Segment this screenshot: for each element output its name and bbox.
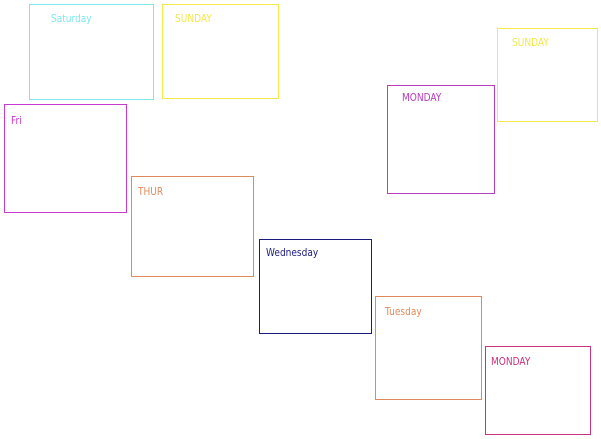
card-label: THUR [138, 185, 164, 198]
card-wednesday[interactable]: Wednesday [259, 239, 372, 334]
card-monday-2[interactable]: MONDAY [485, 346, 591, 435]
card-monday-1[interactable]: MONDAY [387, 85, 495, 194]
card-label: MONDAY [491, 355, 531, 368]
card-label: SUNDAY [512, 36, 549, 49]
card-label: Saturday [51, 12, 92, 25]
card-label: Tuesday [385, 305, 422, 318]
card-label: Fri [11, 114, 22, 127]
card-label: Wednesday [266, 246, 319, 259]
card-tuesday[interactable]: Tuesday [375, 296, 482, 400]
card-label: MONDAY [402, 91, 442, 104]
card-sunday-2[interactable]: SUNDAY [497, 28, 598, 122]
card-saturday[interactable]: Saturday [29, 4, 154, 100]
card-label: SUNDAY [175, 12, 212, 25]
card-sunday-1[interactable]: SUNDAY [162, 4, 279, 99]
card-fri[interactable]: Fri [4, 104, 127, 213]
card-thur[interactable]: THUR [131, 176, 254, 277]
